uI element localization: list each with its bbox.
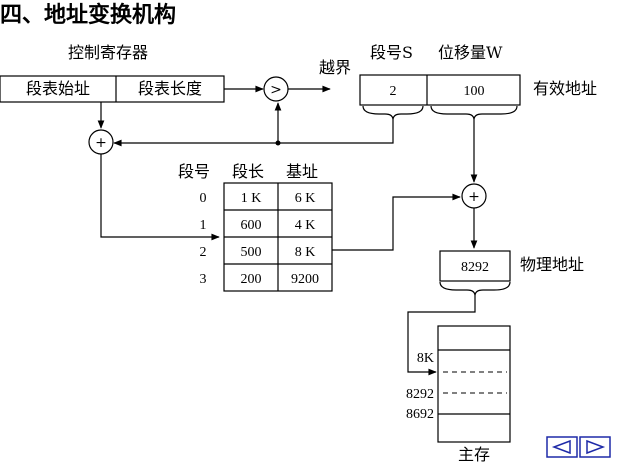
physical-address-value: 8292 (461, 260, 489, 275)
table-cell-segment: 0 (200, 191, 207, 206)
memory-mark-8k: 8K (417, 351, 434, 366)
control-register-caption: 控制寄存器 (68, 43, 148, 62)
adder-1-symbol: + (95, 135, 107, 151)
segment-table-rows: 0 1 K 6 K 1 600 4 K 2 500 8 K 3 200 9200 (200, 191, 320, 287)
table-cell-base: 6 K (295, 191, 316, 206)
control-register: 段表始址 段表长度 (0, 75, 225, 103)
adder-2: + (461, 183, 487, 209)
physical-address-label: 物理地址 (520, 255, 584, 274)
table-cell-length: 1 K (241, 191, 262, 206)
next-slide-button[interactable] (579, 436, 611, 458)
table-header-segment: 段号 (178, 162, 210, 181)
segment-table-start-field: 段表始址 (26, 79, 90, 98)
adder-2-symbol: + (468, 189, 480, 205)
memory-mark-8292: 8292 (406, 387, 434, 402)
prev-slide-button[interactable] (546, 436, 578, 458)
segment-number-value: 2 (390, 84, 397, 99)
overflow-label: 越界 (319, 58, 351, 77)
effective-address-register: 2 100 (359, 74, 521, 106)
table-cell-length: 600 (241, 218, 262, 233)
table-cell-length: 500 (241, 245, 262, 260)
segment-table (223, 182, 333, 292)
page-title: 四、地址变换机构 (0, 2, 176, 28)
comparator-symbol: > (270, 82, 282, 98)
table-cell-base: 9200 (291, 272, 319, 287)
comparator: > (263, 76, 289, 102)
adder-1: + (88, 129, 114, 155)
offset-header: 位移量W (438, 43, 503, 62)
table-cell-segment: 3 (200, 272, 207, 287)
table-header-length: 段长 (232, 162, 264, 181)
table-cell-base: 8 K (295, 245, 316, 260)
memory-mark-8692: 8692 (406, 407, 434, 422)
segment-table-length-field: 段表长度 (138, 79, 202, 98)
prev-arrow-icon (551, 439, 571, 455)
table-cell-segment: 1 (200, 218, 207, 233)
offset-value: 100 (464, 84, 485, 99)
table-header-base: 基址 (286, 162, 318, 181)
physical-address-register: 8292 (439, 250, 511, 282)
main-memory-caption: 主存 (458, 445, 490, 463)
table-cell-segment: 2 (200, 245, 207, 260)
effective-address-label: 有效地址 (533, 79, 597, 98)
next-arrow-icon (586, 439, 606, 455)
segment-number-header: 段号S (370, 43, 413, 62)
main-memory (437, 325, 511, 443)
table-cell-length: 200 (241, 272, 262, 287)
segment-number-line (278, 120, 394, 144)
table-cell-base: 4 K (295, 218, 316, 233)
